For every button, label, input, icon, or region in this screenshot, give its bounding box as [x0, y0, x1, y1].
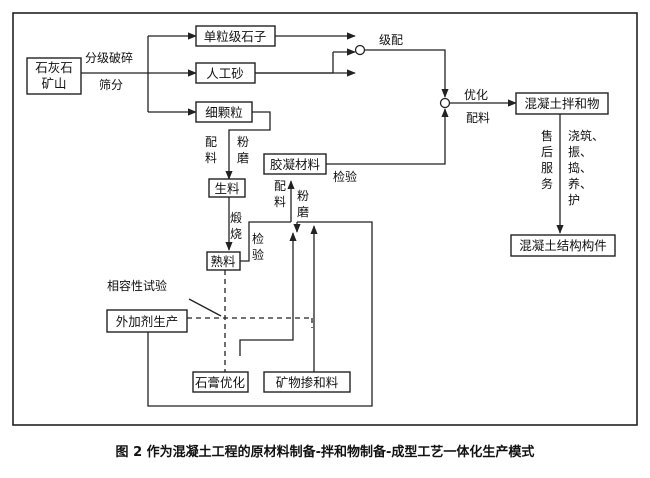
label-placing-e: 护: [568, 193, 580, 207]
edge-fine-to-raw-meal: [225, 111, 271, 180]
node-mineral-admixture-label: 矿物掺和料: [276, 375, 339, 390]
node-fine-particles-label: 细颗粒: [205, 105, 243, 120]
label-after-sales-c: 服: [541, 161, 553, 175]
label-testing-2: 检验: [333, 169, 357, 184]
edge-gypsum-to-grinding: [239, 232, 297, 356]
node-single-grain-stone-label: 单粒级石子: [204, 29, 267, 44]
junction-gradation: [354, 44, 366, 56]
junction-optimization: [439, 97, 451, 109]
diagram-frame: [12, 12, 638, 426]
label-screening: 筛分: [99, 77, 123, 92]
node-mineral-admixture: 矿物掺和料: [263, 371, 351, 393]
figure-caption: 图 2 作为混凝土工程的原材料制备-拌和物制备-成型工艺一体化生产模式: [116, 444, 535, 460]
node-gypsum-optimization: 石膏优化: [192, 371, 249, 393]
node-gypsum-optimization-label: 石膏优化: [195, 375, 246, 390]
label-placing-b: 振、: [568, 145, 592, 159]
label-batching-2-b: 料: [274, 195, 286, 209]
node-clinker: 熟料: [206, 251, 241, 271]
node-single-grain-stone: 单粒级石子: [195, 25, 276, 47]
label-proportioning: 配料: [466, 111, 490, 125]
edge-admixture-return: [147, 221, 373, 407]
node-limestone-mine-line1: 石灰石: [35, 60, 73, 75]
edge-compatibility-pointer: [188, 298, 222, 317]
edge-clinker-to-grinding: [240, 221, 291, 262]
label-calcining-a: 煅: [230, 210, 242, 225]
label-calcining-b: 烧: [230, 227, 242, 241]
edge-sand-up: [255, 52, 334, 74]
node-limestone-mine-line2: 矿山: [41, 76, 66, 91]
label-placing-a: 浇筑、: [568, 128, 604, 143]
node-cementitious-material-label: 胶凝材料: [270, 157, 321, 172]
label-grinding-2-b: 磨: [297, 205, 309, 219]
label-after-sales-d: 务: [541, 176, 553, 191]
node-raw-meal-label: 生料: [214, 181, 240, 196]
node-artificial-sand: 人工砂: [195, 62, 256, 84]
edge-gradation-to-optimization: [361, 49, 449, 98]
label-grinding-1-b: 磨: [237, 151, 249, 165]
node-cementitious-material: 胶凝材料: [263, 153, 327, 175]
node-admixture-production: 外加剂生产: [106, 309, 188, 333]
label-batching-1-a: 配: [205, 135, 217, 149]
label-placing-d: 养、: [568, 176, 592, 191]
node-fine-particles: 细颗粒: [195, 101, 253, 123]
edges: [81, 32, 564, 407]
node-limestone-mine: 石灰石 矿山: [26, 57, 82, 95]
label-testing-1-b: 验: [252, 247, 264, 262]
label-batching-2-a: 配: [274, 179, 286, 193]
label-crushing-grading: 分级破碎: [85, 50, 133, 65]
label-gradation: 级配: [379, 33, 403, 47]
node-raw-meal: 生料: [208, 178, 246, 198]
edge-cement-to-optimization: [326, 108, 449, 165]
label-testing-1-a: 检: [252, 231, 264, 246]
node-admixture-production-label: 外加剂生产: [116, 314, 179, 329]
node-concrete-member: 混凝土结构构件: [510, 234, 616, 257]
node-clinker-label: 熟料: [210, 254, 236, 269]
label-grinding-2-a: 粉: [297, 189, 309, 203]
label-optimization: 优化: [464, 88, 488, 102]
label-compatibility-test: 相容性试验: [107, 278, 167, 293]
label-after-sales-a: 售: [541, 128, 553, 143]
node-concrete-mixture: 混凝土拌和物: [515, 92, 609, 115]
node-concrete-member-label: 混凝土结构构件: [519, 238, 607, 253]
node-concrete-mixture-label: 混凝土拌和物: [524, 96, 599, 111]
node-artificial-sand-label: 人工砂: [206, 66, 244, 81]
label-batching-1-b: 料: [205, 151, 217, 165]
label-grinding-1-a: 粉: [237, 135, 249, 149]
label-placing-c: 捣、: [568, 160, 592, 175]
label-after-sales-b: 后: [541, 145, 553, 159]
